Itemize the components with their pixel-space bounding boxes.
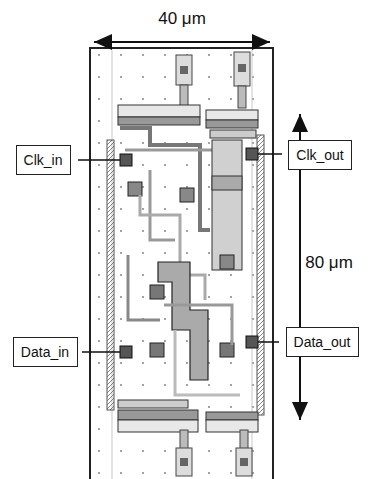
- pin-label-box: Data_in: [13, 337, 78, 367]
- pin-label-box: Clk_in: [16, 145, 71, 175]
- pin-label-box: Clk_out: [288, 140, 352, 170]
- pin-name: Clk_out: [296, 147, 343, 163]
- pin-name: Clk_in: [24, 152, 63, 168]
- dimension-label: 80 μm: [303, 253, 355, 273]
- dimension-label: 40 μm: [156, 9, 208, 29]
- pin-name: Data_out: [294, 334, 351, 350]
- pin-name: Data_in: [21, 344, 69, 360]
- pin-label-box: Data_out: [286, 327, 359, 357]
